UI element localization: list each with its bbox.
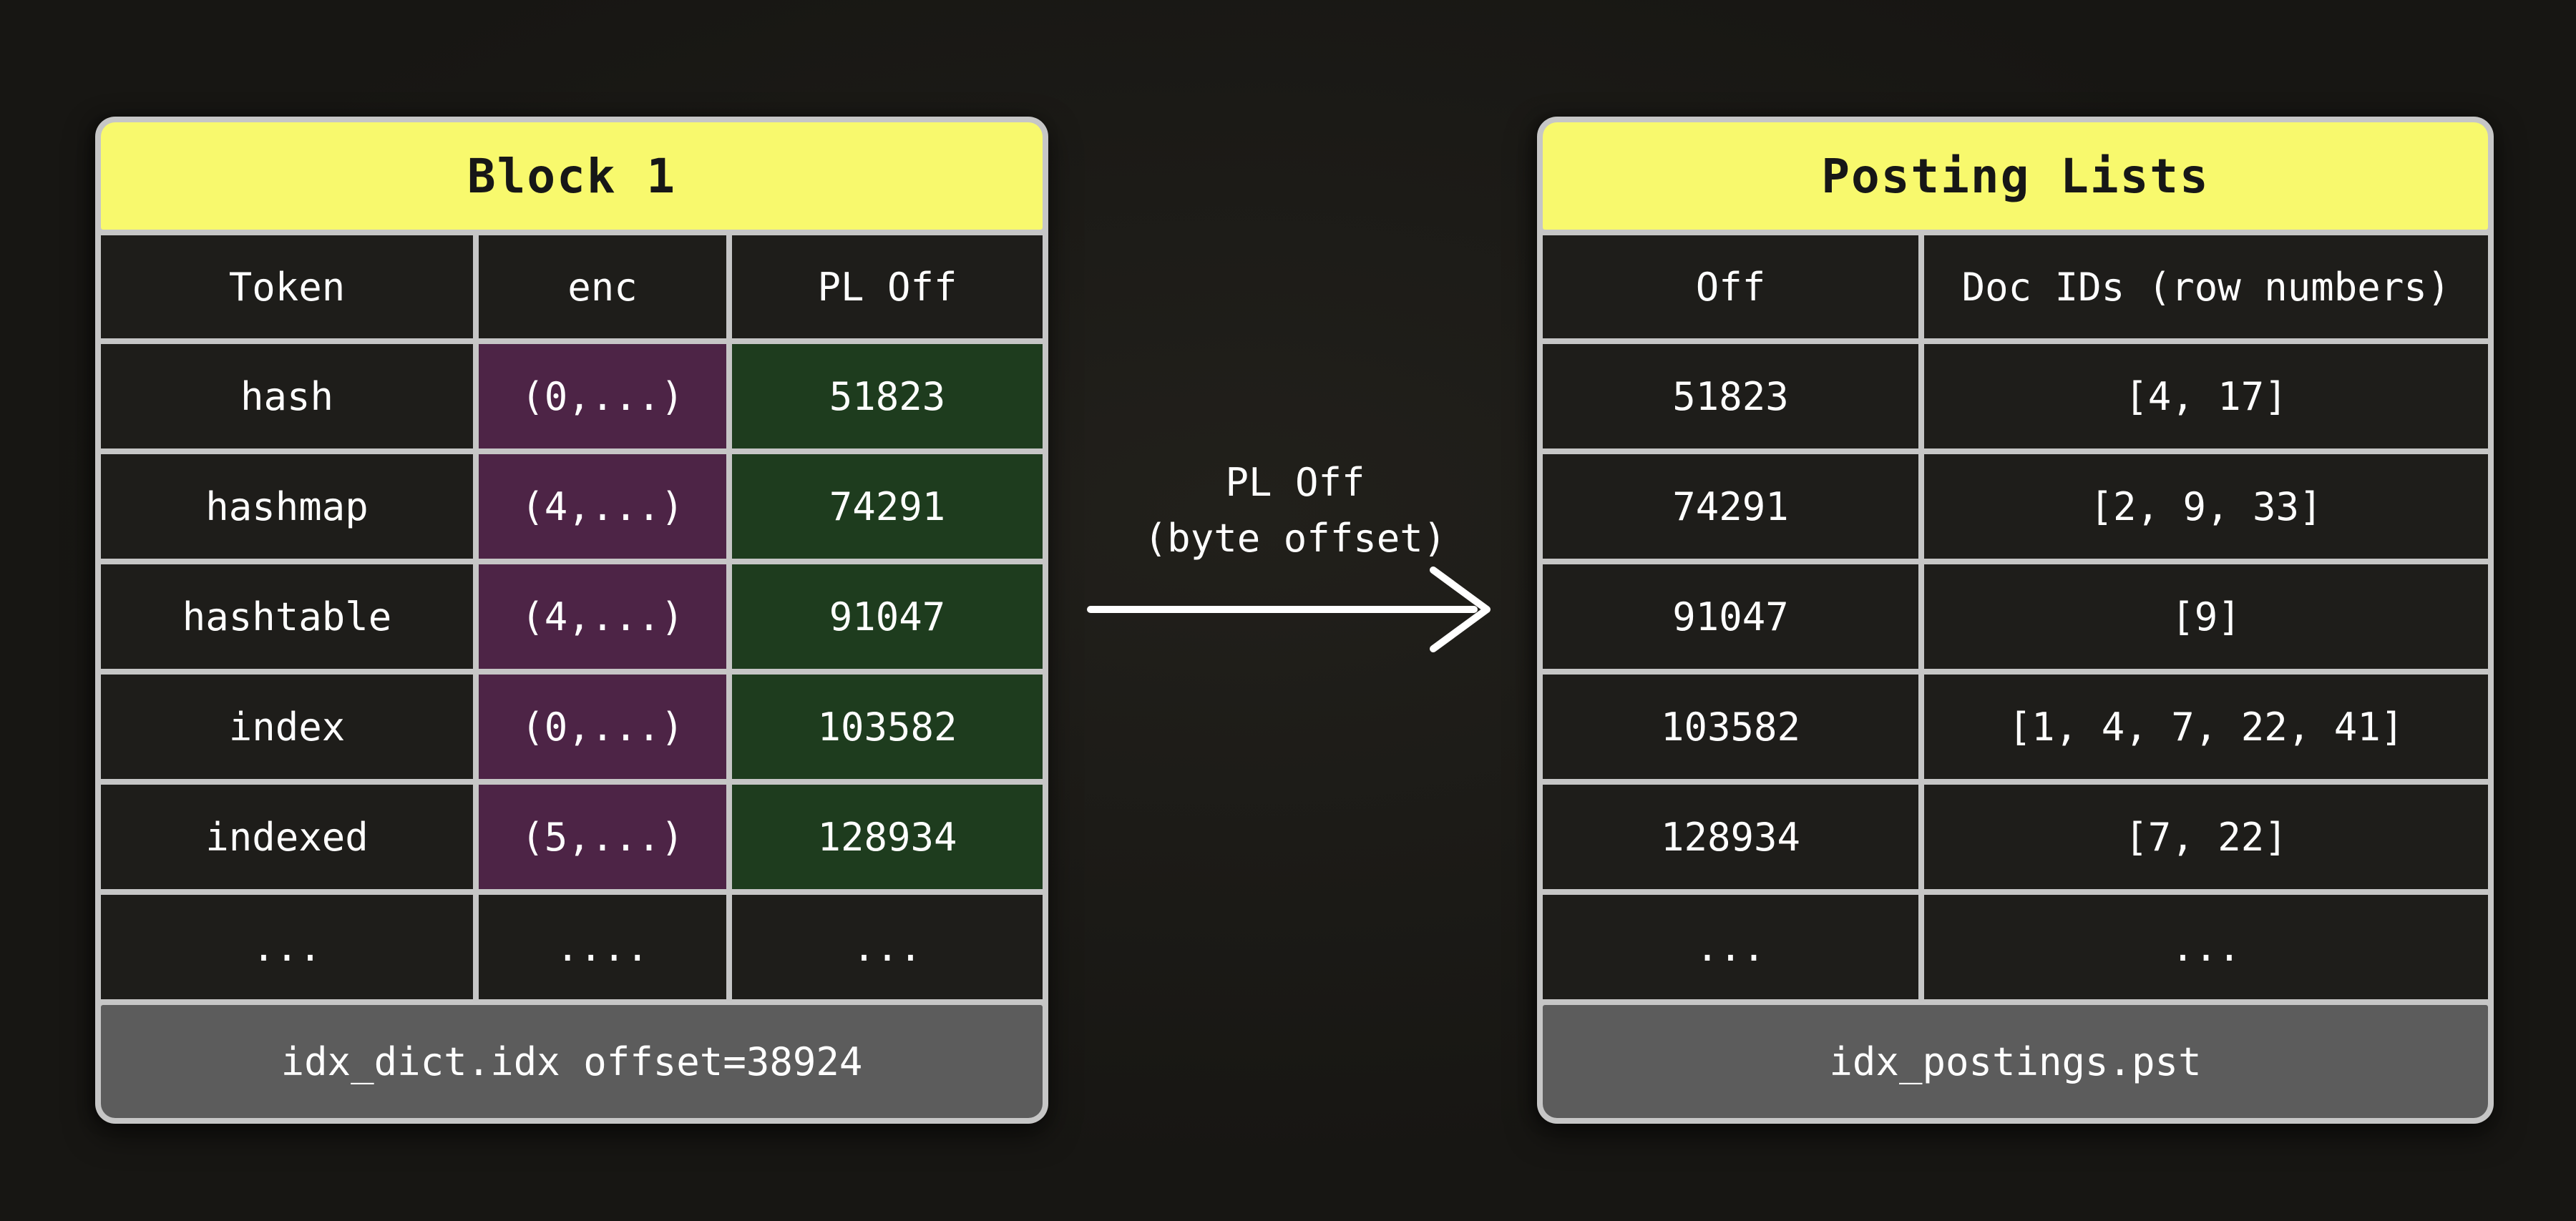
off-cell: 103582 [1543,675,1918,779]
block1-col-header-token: Token [101,235,473,338]
doc-ids-cell: [1, 4, 7, 22, 41] [1924,675,2488,779]
postings-col-header-doc-ids: Doc IDs (row numbers) [1924,235,2488,338]
posting-lists-file-footer: idx_postings.pst [1543,1005,2488,1118]
posting-lists-grid: Off Doc IDs (row numbers) 51823 [4, 17] … [1543,235,2488,999]
doc-ids-cell: [2, 9, 33] [1924,454,2488,559]
token-cell: indexed [101,785,473,889]
block1-file-footer: idx_dict.idx offset=38924 [101,1005,1043,1118]
doc-ids-ellipsis-cell: ... [1924,895,2488,999]
pl-off-cell: 51823 [732,344,1043,448]
off-cell: 51823 [1543,344,1918,448]
postings-col-header-off: Off [1543,235,1918,338]
off-cell: 128934 [1543,785,1918,889]
arrow-label: PL Off (byte offset) [1059,455,1531,567]
doc-ids-cell: [7, 22] [1924,785,2488,889]
arrow-label-line2: (byte offset) [1143,516,1447,561]
enc-cell: (0,...) [479,344,726,448]
doc-ids-cell: [9] [1924,564,2488,669]
enc-cell: (4,...) [479,454,726,559]
token-ellipsis-cell: ... [101,895,473,999]
block1-col-header-enc: enc [479,235,726,338]
token-cell: index [101,675,473,779]
arrow-label-line1: PL Off [1225,460,1365,505]
posting-lists-title: Posting Lists [1543,122,2488,230]
block1-col-header-pl-off: PL Off [732,235,1043,338]
right-arrow-icon [1087,567,1491,652]
block1-title: Block 1 [101,122,1043,230]
enc-cell: (0,...) [479,675,726,779]
pl-off-ellipsis-cell: ... [732,895,1043,999]
pl-off-cell: 103582 [732,675,1043,779]
enc-cell: (5,...) [479,785,726,889]
token-cell: hash [101,344,473,448]
block1-card: Block 1 Token enc PL Off hash (0,...) 51… [95,117,1048,1124]
token-cell: hashmap [101,454,473,559]
doc-ids-cell: [4, 17] [1924,344,2488,448]
enc-cell: (4,...) [479,564,726,669]
pl-off-cell: 91047 [732,564,1043,669]
pl-off-cell: 128934 [732,785,1043,889]
off-cell: 91047 [1543,564,1918,669]
off-ellipsis-cell: ... [1543,895,1918,999]
pl-off-cell: 74291 [732,454,1043,559]
token-cell: hashtable [101,564,473,669]
block1-grid: Token enc PL Off hash (0,...) 51823 hash… [101,235,1043,999]
off-cell: 74291 [1543,454,1918,559]
enc-ellipsis-cell: .... [479,895,726,999]
posting-lists-card: Posting Lists Off Doc IDs (row numbers) … [1537,117,2494,1124]
